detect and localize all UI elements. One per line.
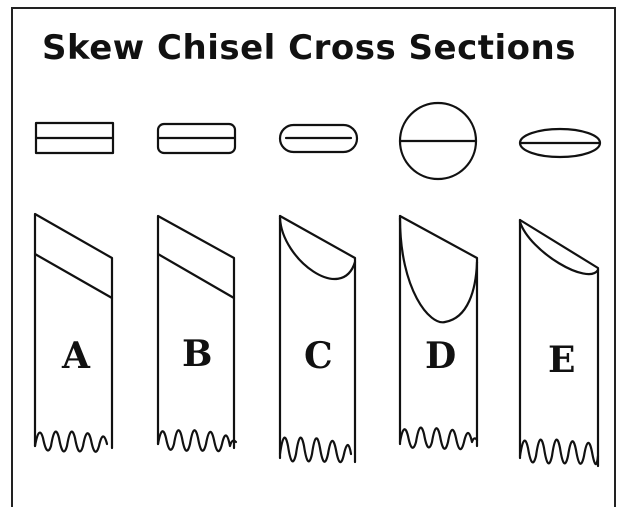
- chisel-e: E: [518, 218, 600, 468]
- diagram-frame: [11, 7, 616, 507]
- diagram-title: Skew Chisel Cross Sections: [42, 28, 576, 68]
- chisel-c: C: [278, 214, 357, 464]
- chisel-label-c: C: [304, 335, 333, 377]
- chisel-label-d: D: [425, 335, 456, 377]
- cross-section-c: [278, 123, 359, 154]
- chisel-label-a: A: [61, 335, 91, 377]
- chisel-label-b: B: [182, 333, 212, 375]
- chisel-a: A: [33, 212, 114, 453]
- cross-section-a: [34, 121, 115, 155]
- cross-section-d: [398, 101, 478, 181]
- cross-section-b: [156, 122, 237, 155]
- chisel-b: B: [156, 214, 238, 453]
- chisel-label-e: E: [548, 339, 575, 381]
- chisel-d: D: [398, 214, 479, 451]
- cross-section-e: [518, 127, 602, 159]
